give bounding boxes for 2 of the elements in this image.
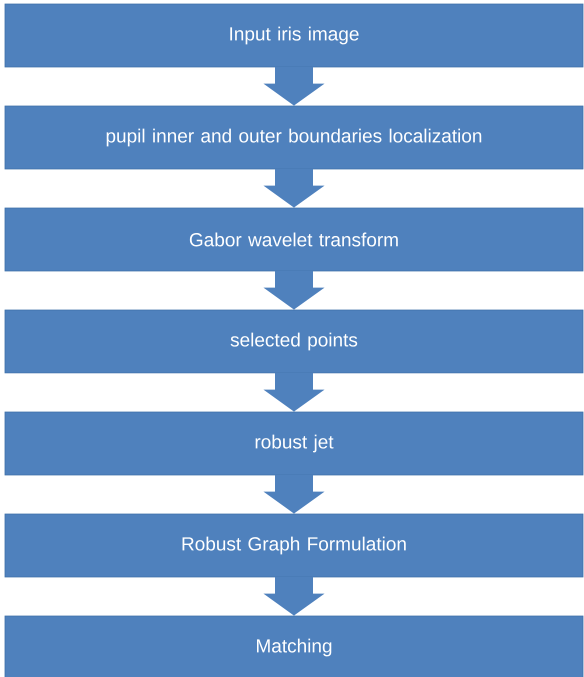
process-box: Input iris image: [4, 4, 584, 68]
process-box: Matching: [4, 616, 584, 677]
